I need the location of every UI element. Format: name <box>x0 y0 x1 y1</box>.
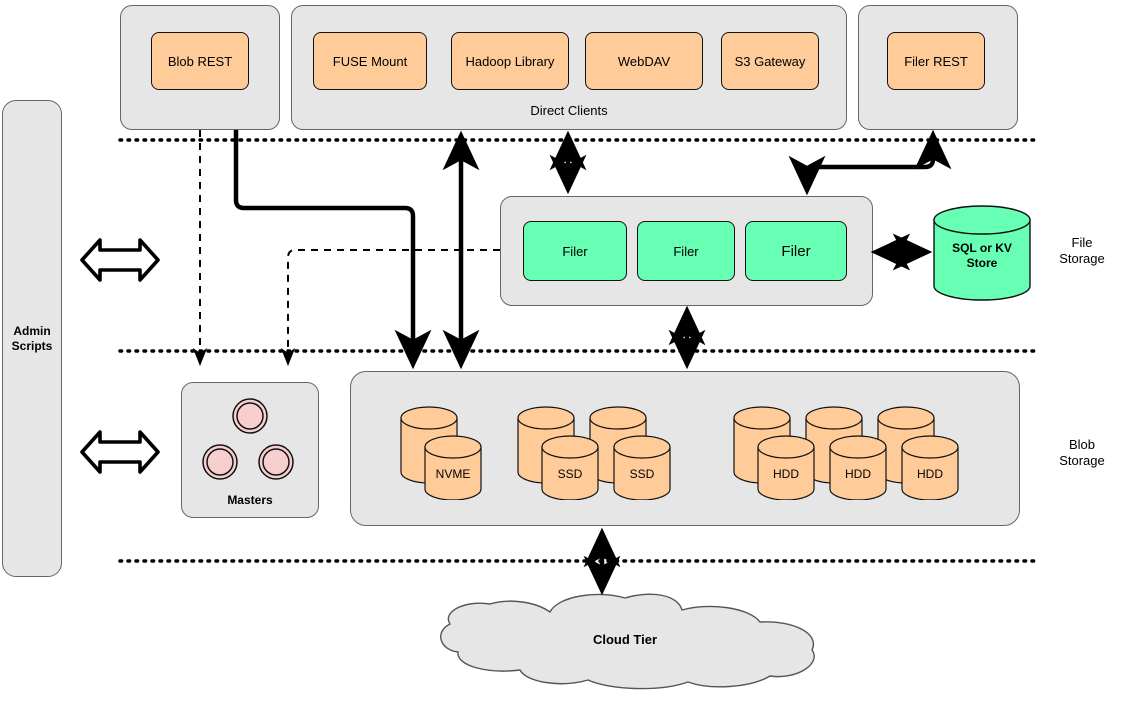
node-webdav[interactable]: WebDAV <box>585 32 703 90</box>
nvme-cylinders <box>400 406 482 501</box>
node-filer-2[interactable]: Filer <box>637 221 735 281</box>
disk-cluster-nvme[interactable]: NVME <box>395 405 495 505</box>
blob-storage-label: Blob Storage <box>1045 437 1119 470</box>
node-blob-rest-label: Blob REST <box>167 53 233 69</box>
master-node-icon-2 <box>202 444 238 480</box>
cloud-tier[interactable]: Cloud Tier <box>430 590 820 695</box>
node-s3-gateway[interactable]: S3 Gateway <box>721 32 819 90</box>
node-filer-3[interactable]: Filer <box>745 221 847 281</box>
hdd-disk-front-3 <box>901 435 959 501</box>
ssd-disk-front-1 <box>541 435 599 501</box>
admin-to-file-storage-arrow <box>80 238 160 282</box>
node-filer-1-label: Filer <box>562 243 588 259</box>
file-storage-label-line2: Storage <box>1059 251 1105 267</box>
node-filer-3-label: Filer <box>781 242 811 260</box>
node-filer-2-label: Filer <box>673 243 699 259</box>
master-node-icon-3 <box>258 444 294 480</box>
file-storage-label: File Storage <box>1045 235 1119 268</box>
hdd-disk-front-1 <box>757 435 815 501</box>
admin-scripts-panel[interactable]: Admin Scripts <box>2 100 62 577</box>
blob-storage-label-line2: Storage <box>1059 453 1105 469</box>
node-filer-rest[interactable]: Filer REST <box>887 32 985 90</box>
node-filer-rest-label: Filer REST <box>904 53 968 69</box>
node-blob-rest[interactable]: Blob REST <box>151 32 249 90</box>
blob-storage-label-line1: Blob <box>1068 437 1096 452</box>
ssd-cylinders <box>517 406 671 501</box>
node-fuse-mount[interactable]: FUSE Mount <box>313 32 427 90</box>
connector-blob-rest-to-blob-storage <box>233 130 432 370</box>
admin-scripts-label-line2: Scripts <box>11 338 53 353</box>
connector-filer-rest-to-filer <box>788 129 952 196</box>
node-filer-1[interactable]: Filer <box>523 221 627 281</box>
node-hadoop-library[interactable]: Hadoop Library <box>451 32 569 90</box>
master-node-icon-1 <box>232 398 268 434</box>
admin-scripts-label: Admin Scripts <box>12 324 53 354</box>
node-fuse-mount-label: FUSE Mount <box>332 53 408 69</box>
disk-cluster-ssd[interactable]: SSD SSD <box>512 405 692 505</box>
file-storage-label-line1: File <box>1071 235 1093 250</box>
admin-scripts-label-line1: Admin <box>13 323 51 338</box>
sql-kv-store[interactable]: SQL or KV Store <box>930 205 1034 306</box>
node-webdav-label: WebDAV <box>617 53 671 69</box>
ssd-disk-front-2 <box>613 435 671 501</box>
hdd-cylinders <box>733 406 959 501</box>
connector-filer-to-masters <box>280 249 500 366</box>
masters-label: Masters <box>227 493 273 507</box>
node-hadoop-library-label: Hadoop Library <box>465 53 555 69</box>
nvme-disk-front <box>424 435 482 501</box>
masters-nodes <box>181 382 319 523</box>
hdd-disk-front-2 <box>829 435 887 501</box>
admin-to-blob-storage-arrow <box>80 430 160 474</box>
cloud-tier-shape <box>440 593 815 690</box>
sql-kv-store-cylinder <box>933 205 1031 301</box>
disk-cluster-hdd[interactable]: HDD HDD HDD <box>728 405 980 505</box>
node-s3-gateway-label: S3 Gateway <box>734 53 806 69</box>
direct-clients-caption: Direct Clients <box>530 103 608 118</box>
masters-node-icons <box>202 398 294 480</box>
